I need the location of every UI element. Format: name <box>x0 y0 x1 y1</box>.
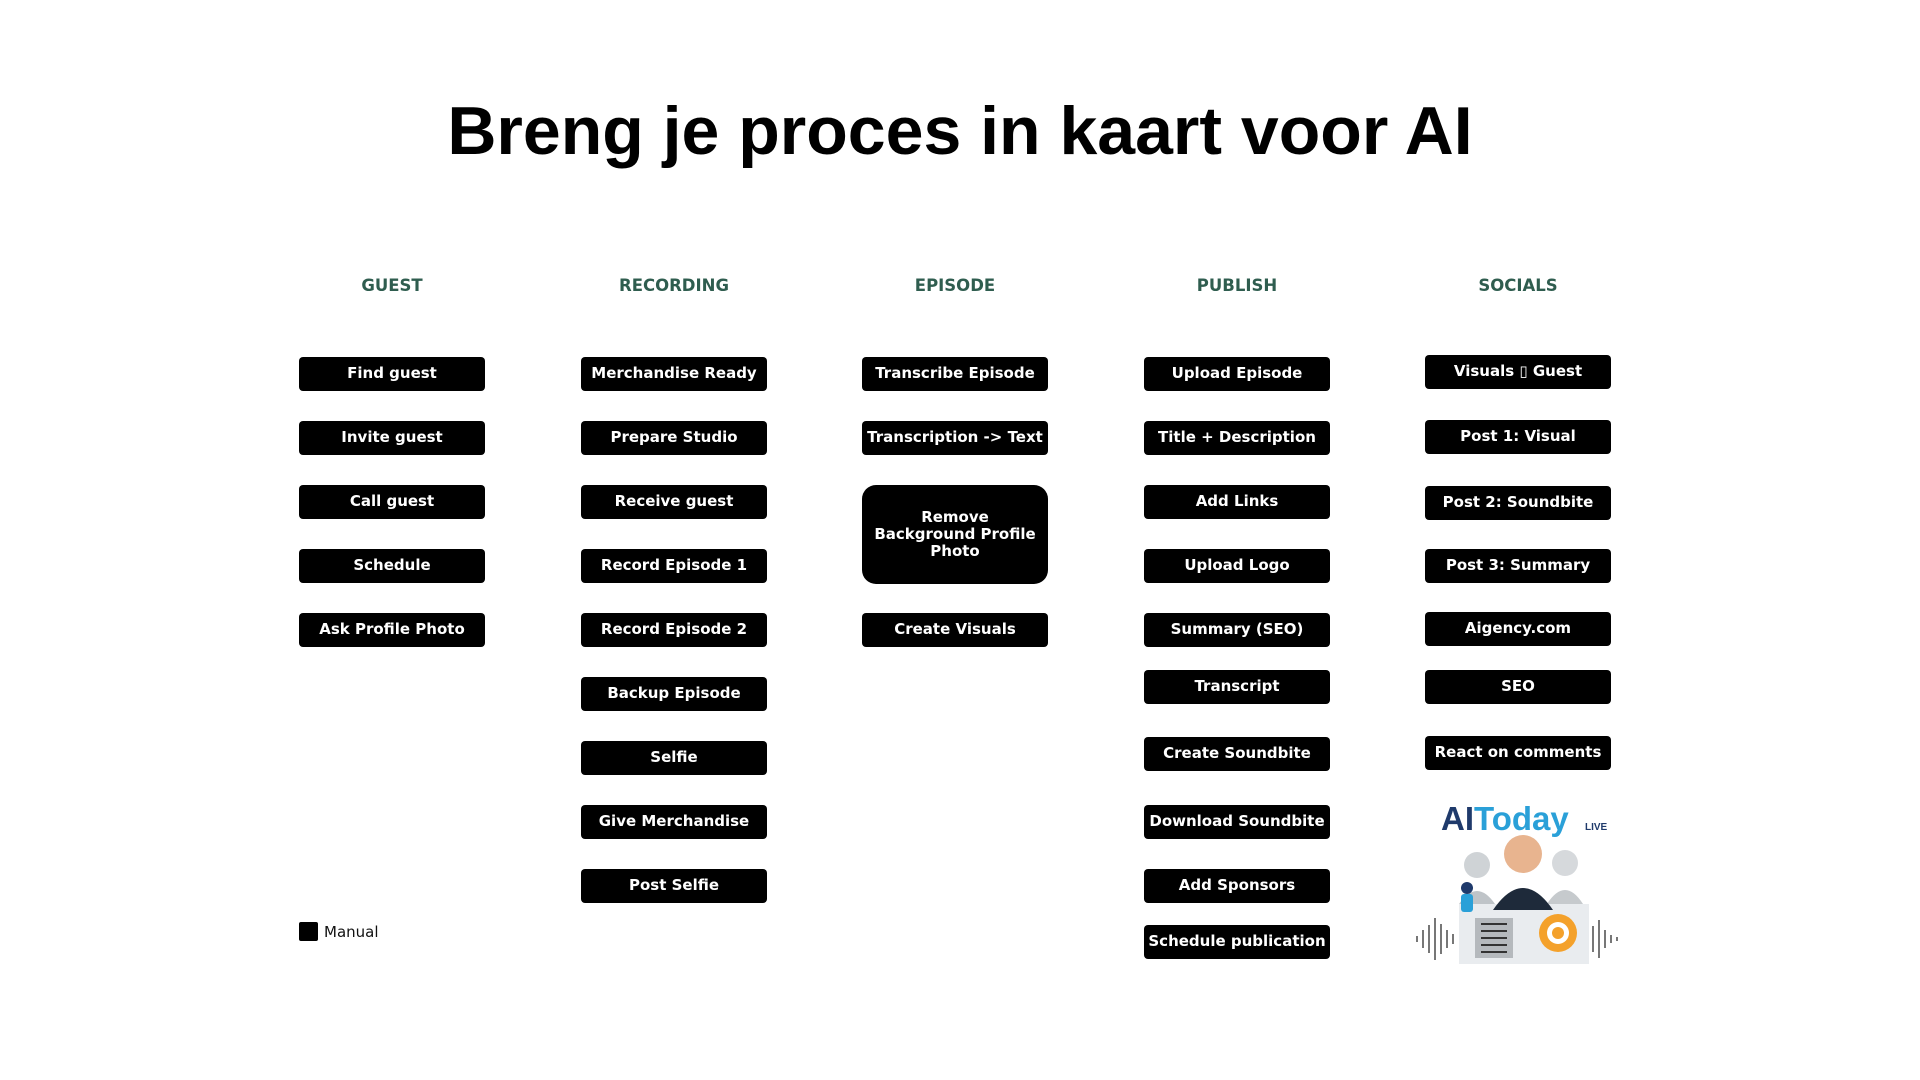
step-aigency-com: Aigency.com <box>1425 612 1611 646</box>
step-give-merchandise: Give Merchandise <box>581 805 767 839</box>
step-receive-guest: Receive guest <box>581 485 767 519</box>
step-download-soundbite: Download Soundbite <box>1144 805 1330 839</box>
logo-person-left-head <box>1464 852 1490 878</box>
step-find-guest: Find guest <box>299 357 485 391</box>
step-call-guest: Call guest <box>299 485 485 519</box>
logo-mascot-body <box>1461 894 1473 912</box>
step-summary-seo: Summary (SEO) <box>1144 613 1330 647</box>
logo-waveform-right <box>1592 920 1618 958</box>
logo-mascot-head <box>1461 882 1473 894</box>
legend-label-manual: Manual <box>324 922 379 941</box>
step-merchandise-ready: Merchandise Ready <box>581 357 767 391</box>
step-schedule: Schedule <box>299 549 485 583</box>
column-header-episode: EPISODE <box>914 276 996 295</box>
column-header-recording: RECORDING <box>618 276 729 295</box>
logo-orange-disc-core <box>1552 927 1564 939</box>
step-create-soundbite: Create Soundbite <box>1144 737 1330 771</box>
step-upload-logo: Upload Logo <box>1144 549 1330 583</box>
logo-person-main-head <box>1504 835 1542 873</box>
legend-swatch-manual <box>299 922 318 941</box>
step-post-1-visual: Post 1: Visual <box>1425 420 1611 454</box>
logo-text-small: LIVE <box>1585 822 1608 833</box>
step-backup-episode: Backup Episode <box>581 677 767 711</box>
legend: Manual <box>299 922 379 941</box>
logo-person-right-body <box>1547 890 1583 904</box>
step-record-episode-2: Record Episode 2 <box>581 613 767 647</box>
step-record-episode-1: Record Episode 1 <box>581 549 767 583</box>
page-title: Breng je proces in kaart voor AI <box>447 93 1473 169</box>
step-transcript: Transcript <box>1144 670 1330 704</box>
step-prepare-studio: Prepare Studio <box>581 421 767 455</box>
column-header-publish: PUBLISH <box>1196 276 1278 295</box>
column-header-guest: GUEST <box>361 276 423 295</box>
aitoday-live-logo: AIToday LIVE <box>1416 800 1618 964</box>
logo-person-right-head <box>1552 850 1578 876</box>
step-transcription-to-text: Transcription -> Text <box>862 421 1048 455</box>
logo-equipment-lines <box>1481 923 1507 953</box>
step-visuals-guest: Visuals ▯ Guest <box>1425 355 1611 389</box>
step-invite-guest: Invite guest <box>299 421 485 455</box>
step-seo: SEO <box>1425 670 1611 704</box>
step-title-description: Title + Description <box>1144 421 1330 455</box>
step-add-sponsors: Add Sponsors <box>1144 869 1330 903</box>
column-header-socials: SOCIALS <box>1478 276 1558 295</box>
logo-person-main-body <box>1493 888 1553 910</box>
step-upload-episode: Upload Episode <box>1144 357 1330 391</box>
step-post-selfie: Post Selfie <box>581 869 767 903</box>
step-add-links: Add Links <box>1144 485 1330 519</box>
step-schedule-publication: Schedule publication <box>1144 925 1330 959</box>
step-create-visuals: Create Visuals <box>862 613 1048 647</box>
step-ask-profile-photo: Ask Profile Photo <box>299 613 485 647</box>
logo-waveform-left <box>1416 918 1454 960</box>
step-selfie: Selfie <box>581 741 767 775</box>
step-transcribe-episode: Transcribe Episode <box>862 357 1048 391</box>
step-remove-background-profile-photo: Remove Background Profile Photo <box>862 485 1048 584</box>
logo-text-main: AIToday <box>1441 800 1569 837</box>
step-post-3-summary: Post 3: Summary <box>1425 549 1611 583</box>
step-post-2-soundbite: Post 2: Soundbite <box>1425 486 1611 520</box>
step-react-on-comments: React on comments <box>1425 736 1611 770</box>
